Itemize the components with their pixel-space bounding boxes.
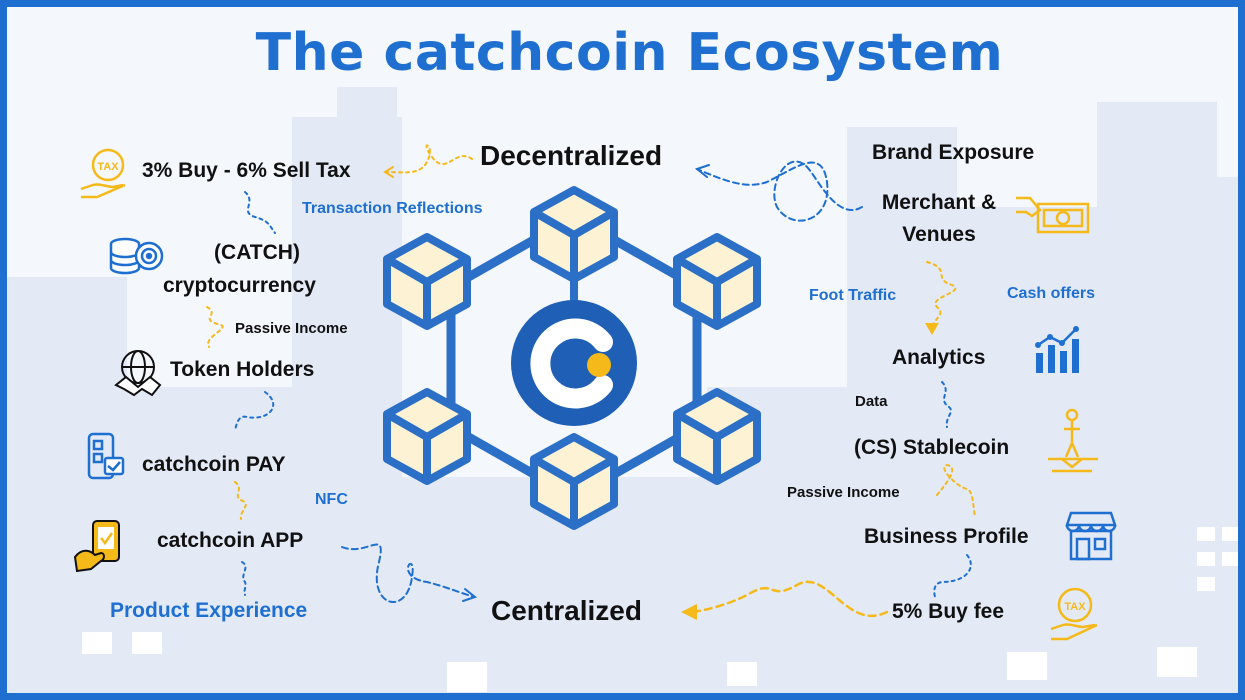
transaction-reflections-label: Transaction Reflections [302,200,483,217]
balance-person-icon [1048,408,1098,473]
buy-fee-label: 5% Buy fee [892,600,1005,623]
arrow-merchant-to-analytics [926,261,957,330]
arrow-pay-to-app [234,481,247,520]
centralized-node: Centralized [491,595,642,626]
globe-handshake-icon [114,350,162,397]
passive-income-right-label: Passive Income [787,484,900,501]
catchcoin-app-label: catchcoin APP [157,529,304,552]
catch-label-line1: (CATCH) [214,241,300,264]
catchcoin-pay-label: catchcoin PAY [142,453,286,476]
analytics-label: Analytics [892,346,986,369]
cube-top-right-icon [673,233,761,330]
arrow-analytics-to-stablecoin [941,381,952,428]
phone-app-icon [73,520,120,573]
product-experience-label: Product Experience [110,599,308,622]
phone-payment-icon [87,432,125,480]
merchant-label-line1: Merchant & [881,191,997,214]
bar-chart-icon [1035,326,1079,373]
arrow-catch-to-holders [206,306,224,348]
cube-bottom-icon [530,433,618,530]
arrow-merchant-to-decentralized [696,160,863,222]
catch-label-line2: cryptocurrency [163,274,316,297]
passive-income-left-label: Passive Income [235,320,348,337]
arrow-app-to-centralized [341,543,476,604]
brand-exposure-label: Brand Exposure [872,141,1035,164]
arrow-decentralized-to-tax [386,144,473,174]
merchant-label-line2: Venues [902,223,976,246]
catchcoin-logo-icon [511,300,637,426]
cash-offers-label: Cash offers [1007,285,1096,302]
arrow-holders-to-pay [234,391,275,431]
svg-text:TAX: TAX [1064,601,1086,613]
arrow-stablecoin-to-profile [936,463,976,518]
data-label: Data [855,393,888,410]
stablecoin-label: (CS) Stablecoin [854,436,1010,459]
tax-hand-icon: TAX [80,148,126,199]
page-title: The catchcoin Ecosystem [255,23,1004,83]
nfc-label: NFC [315,491,348,508]
arrow-fee-to-centralized [690,580,889,618]
tax-hand-icon: TAX [1050,587,1098,641]
tax-label: 3% Buy - 6% Sell Tax [142,159,351,182]
business-profile-label: Business Profile [864,525,1029,548]
cube-bottom-left-icon [383,388,471,485]
coin-stack-icon [109,237,164,275]
arrow-profile-to-fee [933,554,972,598]
cube-top-icon [530,186,618,283]
storefront-icon [1065,511,1117,561]
arrow-app-to-experience [241,561,247,596]
token-holders-label: Token Holders [170,358,315,381]
diagram-network [206,144,976,620]
money-hand-icon [1016,196,1090,234]
decentralized-node: Decentralized [480,140,663,171]
cube-bottom-right-icon [673,388,761,485]
foot-traffic-label: Foot Traffic [809,287,897,304]
svg-text:TAX: TAX [97,161,119,173]
cube-top-left-icon [383,233,471,330]
arrow-tax-to-catch [244,191,276,234]
